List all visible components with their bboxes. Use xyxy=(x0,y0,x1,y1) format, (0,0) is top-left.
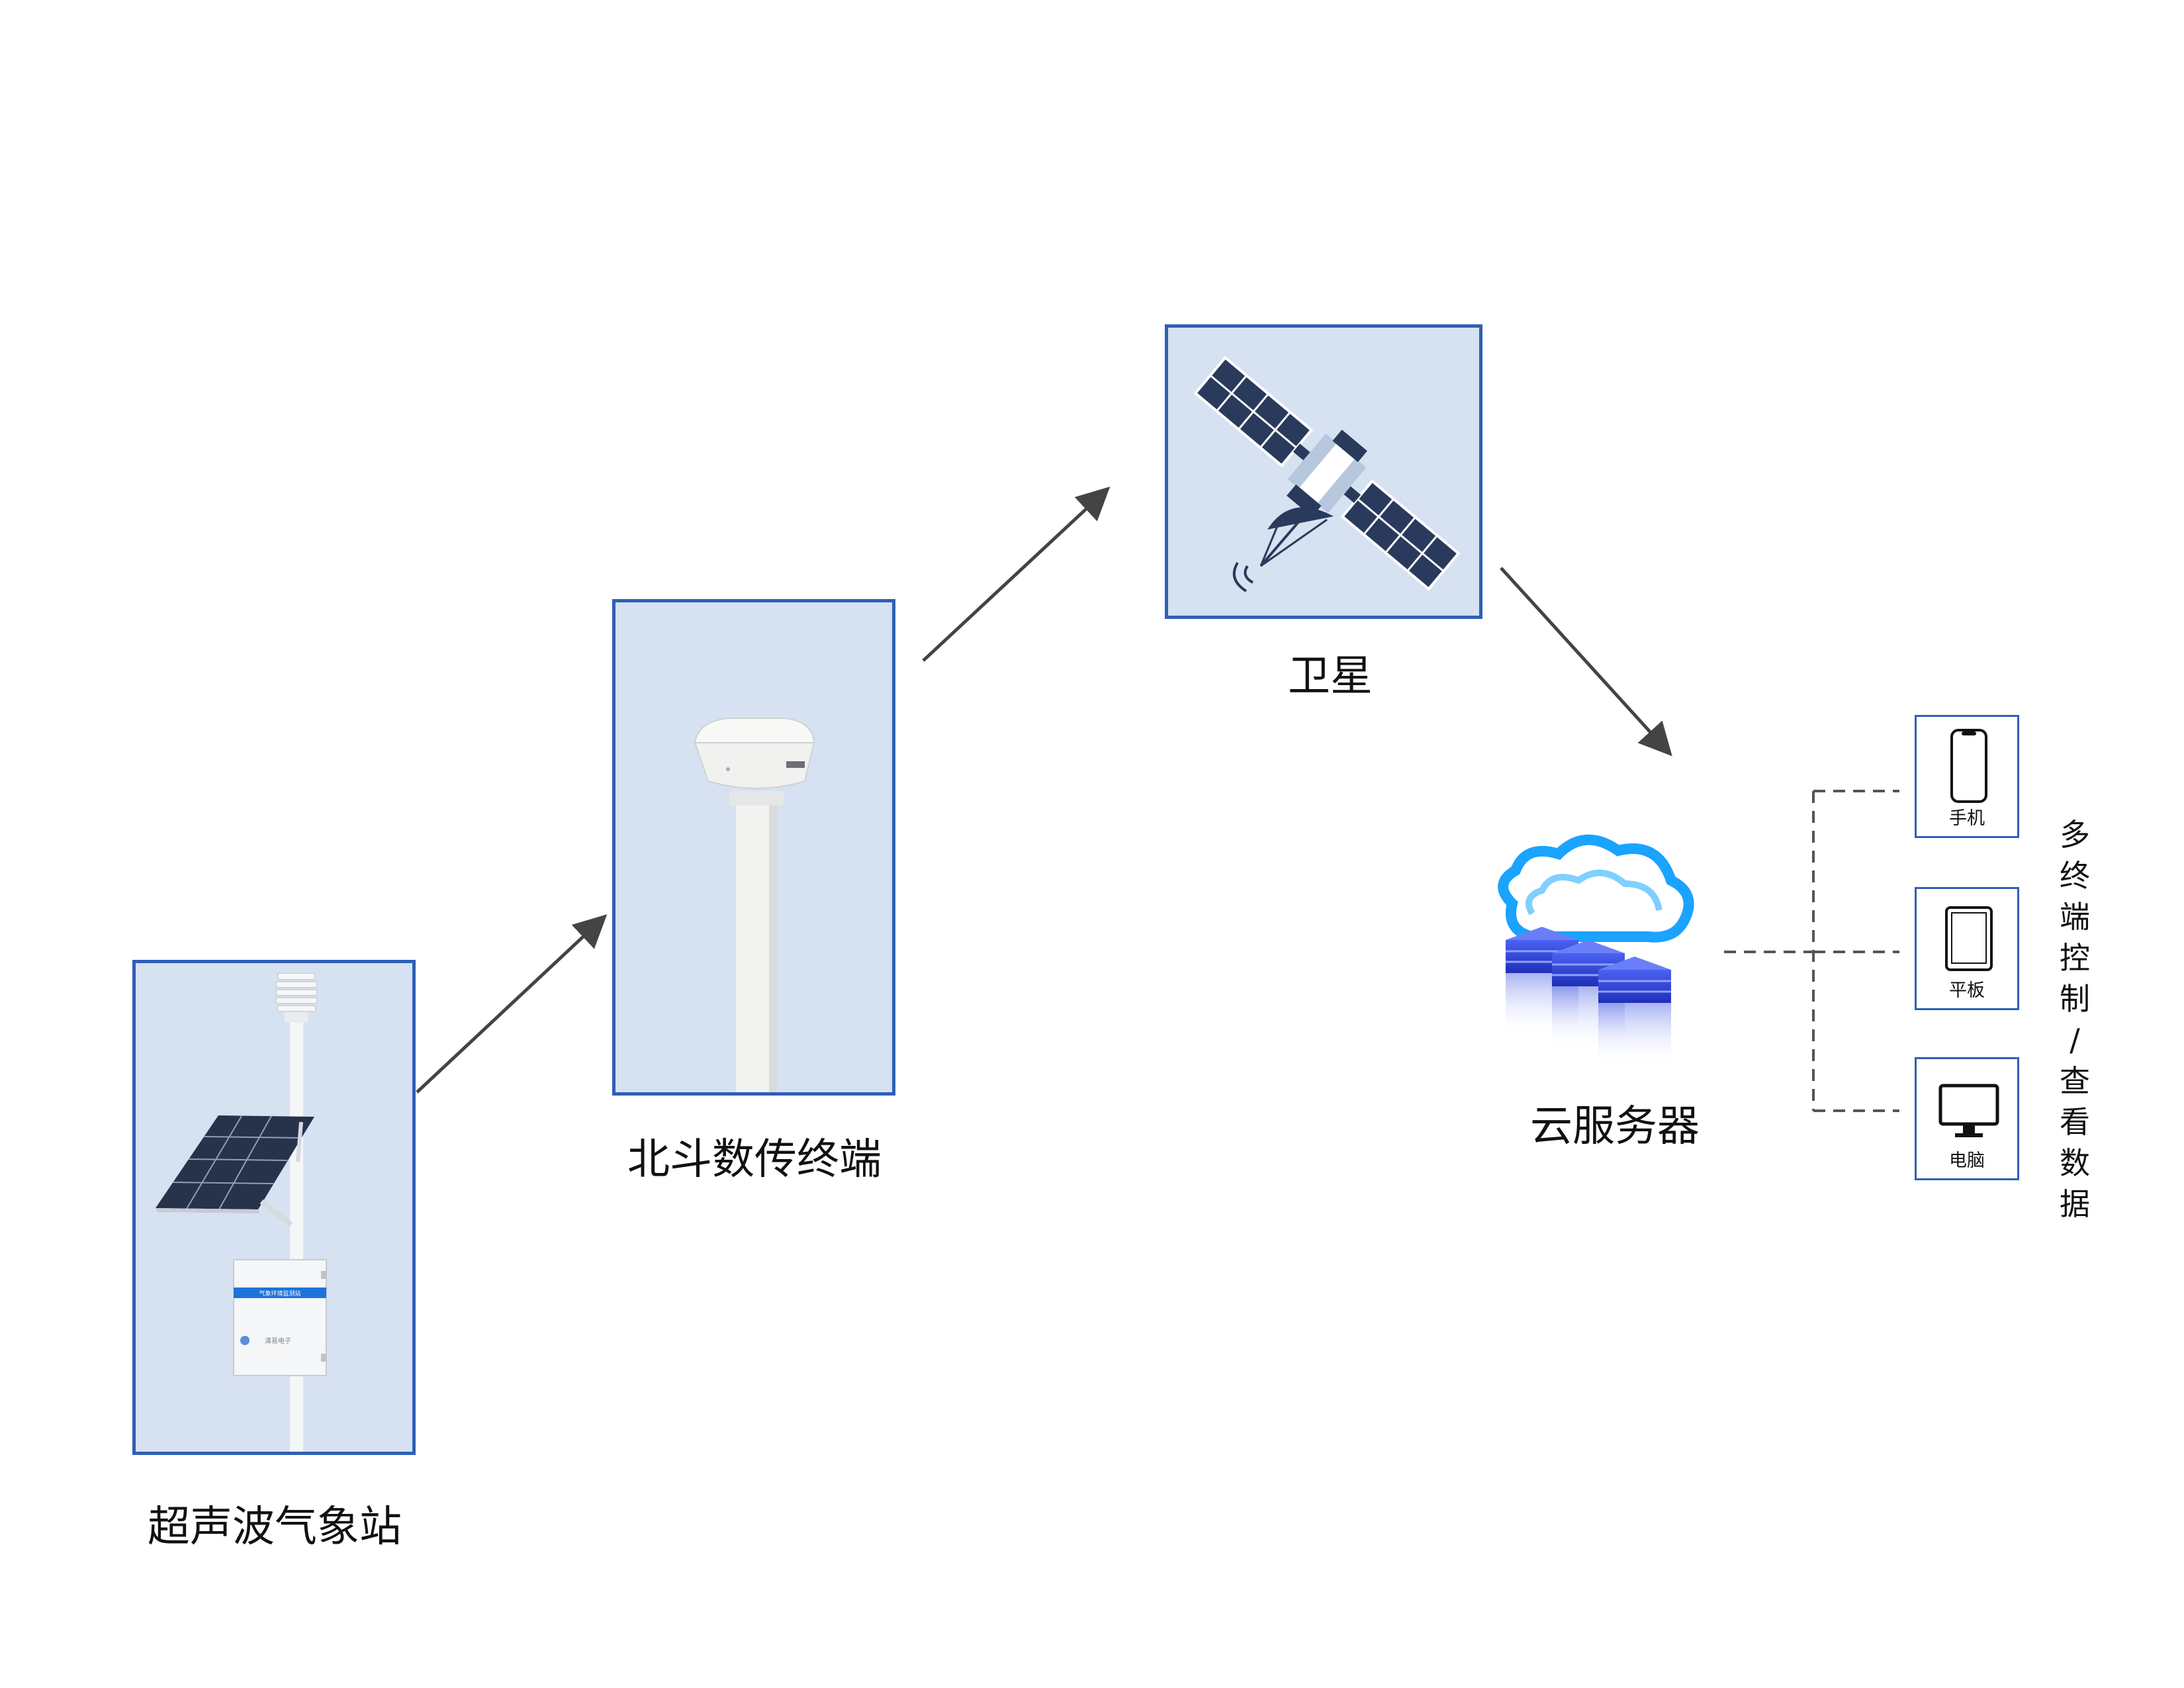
weather-station-image: 气象环境监测站 清易电子 xyxy=(156,972,327,1452)
dashed-connector xyxy=(1724,790,1899,1112)
station-frame: 气象环境监测站 清易电子 xyxy=(132,960,416,1455)
terminal-tablet-label: 平板 xyxy=(1949,980,1985,1001)
cloud-server-icon xyxy=(1498,834,1694,1066)
tablet-icon xyxy=(1945,906,1993,971)
terminals-caption: 多终端控制/查看数据 xyxy=(2060,817,2090,1222)
beidou-terminal-image xyxy=(694,718,815,1092)
terminal-phone-label: 手机 xyxy=(1949,808,1985,829)
satellite-image xyxy=(1193,355,1461,592)
arrow-station-to-beidou xyxy=(416,914,608,1094)
station-box-title: 气象环境监测站 xyxy=(259,1289,300,1297)
arrow-beidou-to-satellite xyxy=(922,487,1111,662)
terminal-computer: 电脑 xyxy=(1915,1057,2019,1180)
satellite-label: 卫星 xyxy=(1288,652,1373,701)
station-box-brand: 清易电子 xyxy=(265,1336,291,1345)
beidou-frame xyxy=(612,599,895,1096)
arrow-satellite-to-cloud xyxy=(1500,567,1672,757)
phone-icon xyxy=(1950,729,1987,803)
satellite-frame xyxy=(1165,324,1482,619)
station-label: 超声波气象站 xyxy=(148,1503,402,1552)
terminal-tablet: 平板 xyxy=(1915,887,2019,1010)
cloud-label: 云服务器 xyxy=(1530,1102,1700,1151)
beidou-label: 北斗数传终端 xyxy=(627,1135,882,1184)
terminal-phone: 手机 xyxy=(1915,715,2019,838)
terminal-computer-label: 电脑 xyxy=(1949,1150,1985,1171)
monitor-icon xyxy=(1938,1084,1999,1137)
